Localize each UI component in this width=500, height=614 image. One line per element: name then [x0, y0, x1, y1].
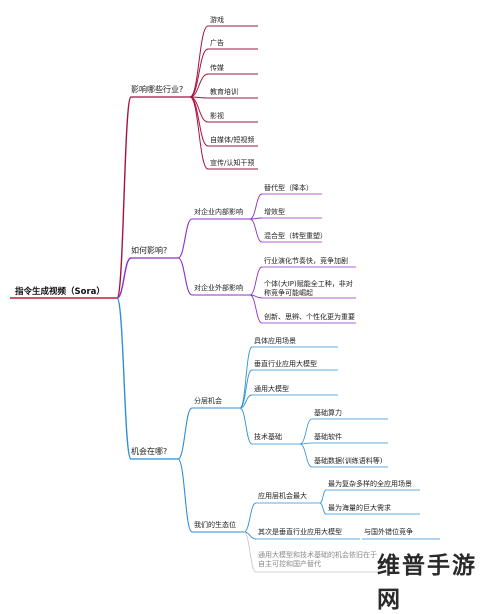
connector	[299, 418, 313, 445]
industry-item[interactable]: 自媒体/短视频	[210, 136, 255, 144]
connector	[189, 48, 209, 98]
connector	[249, 266, 263, 296]
app-layer-node[interactable]: 应用层机会最大	[258, 492, 307, 500]
branch-opportunity[interactable]: 机会在哪?	[131, 447, 168, 456]
industry-item[interactable]: 教育培训	[210, 88, 238, 96]
layered-opportunity-item[interactable]: 通用大模型	[254, 385, 289, 393]
connector	[249, 294, 263, 324]
internal-impact-node[interactable]: 对企业内部影响	[194, 208, 243, 216]
external-impact-item[interactable]: 个体(大IP)赋能全工种，非对称竞争可能崛起	[264, 280, 353, 297]
connector	[249, 193, 263, 220]
industry-item[interactable]: 宣传/认知干预	[210, 159, 255, 167]
connector	[189, 96, 209, 170]
layered-opportunity-item[interactable]: 具体应用场景	[254, 337, 296, 345]
layered-opportunity-item[interactable]: 垂直行业应用大模型	[254, 360, 317, 368]
app-layer-item[interactable]: 最为海量的巨大需求	[328, 504, 391, 512]
connector	[177, 218, 193, 259]
tech-foundation-item[interactable]: 基础数据(训练语料等)	[314, 457, 383, 465]
connector	[319, 489, 327, 504]
niche-note: 通用大模型和技术基础的机会依旧在于自主可控和国产替代	[258, 551, 377, 568]
internal-impact-item[interactable]: 混合型（转型重塑）	[264, 232, 327, 240]
connector	[319, 502, 327, 515]
watermark-logo: 维普手游网	[377, 553, 477, 613]
external-impact-node[interactable]: 对企业外部影响	[194, 284, 243, 292]
branch-industries-connector	[116, 96, 132, 299]
internal-impact-item[interactable]: 替代型（降本）	[264, 184, 313, 192]
industry-item[interactable]: 影视	[210, 112, 224, 120]
note-connector	[243, 531, 257, 573]
niche-node[interactable]: 我们的生态位	[194, 521, 236, 529]
internal-impact-item[interactable]: 增效型	[264, 208, 285, 216]
industry-item[interactable]: 广告	[210, 39, 224, 47]
connector	[243, 502, 257, 533]
connector-lines	[10, 25, 440, 573]
vertical-model-item[interactable]: 与国外错位竞争	[364, 528, 413, 536]
connector	[177, 257, 193, 296]
connector	[177, 458, 193, 533]
connector	[239, 369, 253, 409]
connector	[249, 218, 263, 243]
connector	[239, 346, 253, 409]
layered-opportunity-node[interactable]: 分层机会	[194, 397, 222, 405]
connector	[189, 96, 209, 123]
connector	[189, 73, 209, 98]
branch-how-connector	[116, 257, 132, 299]
connector	[177, 407, 193, 460]
root-node[interactable]: 指令生成视频（Sora）	[15, 287, 105, 297]
industry-item[interactable]: 游戏	[210, 16, 224, 24]
connector	[299, 443, 313, 468]
connector	[239, 407, 253, 445]
industry-item[interactable]: 传媒	[210, 64, 224, 72]
external-impact-item[interactable]: 创新、思辨、个性化更为重要	[264, 313, 355, 321]
app-layer-item[interactable]: 最为复杂多样的全应用场景	[328, 480, 412, 488]
external-impact-item[interactable]: 行业演化节奏快，竞争加剧	[264, 257, 348, 265]
branch-how[interactable]: 如何影响?	[131, 246, 168, 255]
connector	[299, 442, 313, 445]
tech-foundation-item[interactable]: 基础软件	[314, 433, 342, 441]
tech-foundation-node[interactable]: 技术基础	[254, 433, 282, 441]
branch-opportunity-connector	[116, 297, 132, 460]
branch-industries[interactable]: 影响哪些行业?	[131, 85, 184, 94]
tech-foundation-item[interactable]: 基础算力	[314, 409, 342, 417]
connector	[239, 394, 253, 409]
vertical-model-node[interactable]: 其次是垂直行业应用大模型	[258, 528, 342, 536]
